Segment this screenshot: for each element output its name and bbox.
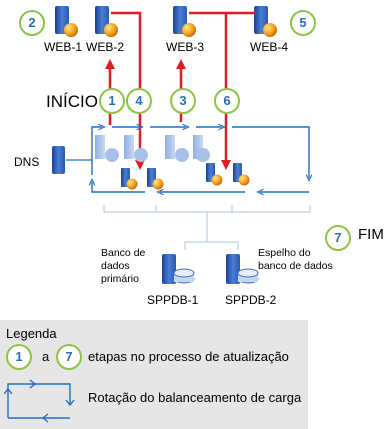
step-3-badge: 3 [170, 88, 196, 114]
legend-panel: Legenda 1 a 7 etapas no processo de atua… [0, 320, 308, 429]
step-4-arrow [111, 11, 145, 170]
legend-connector: a [42, 349, 50, 364]
db-connector-lines [103, 205, 311, 250]
legend-step-from-badge: 1 [6, 344, 32, 370]
step-5-badge: 5 [290, 10, 316, 36]
sppdb-1-server-icon [162, 254, 195, 284]
primary-db-label: Banco de dados primário [101, 247, 146, 285]
step-6-badge: 6 [214, 88, 240, 114]
updating-servers-right [165, 135, 210, 162]
step-1-badge: 1 [99, 88, 125, 114]
legend-steps-text: etapas no processo de atualização [88, 349, 289, 364]
sppdb-2-label: SPPDB-2 [225, 293, 277, 307]
dns-server-icon [52, 146, 65, 174]
web-4-server-icon [254, 6, 277, 37]
legend-step-to-badge: 7 [56, 344, 82, 370]
web-3-label: WEB-3 [166, 40, 205, 54]
web-4-label: WEB-4 [250, 40, 289, 54]
loop-server-icons [121, 163, 250, 190]
start-label: INÍCIO [46, 92, 98, 111]
load-balancing-loop [92, 127, 309, 192]
end-label: FIM [358, 226, 384, 243]
sppdb-1-label: SPPDB-1 [147, 293, 199, 307]
step-7-badge: 7 [325, 225, 351, 251]
sppdb-2-server-icon [226, 254, 259, 284]
web-1-label: WEB-1 [44, 40, 83, 54]
legend-title: Legenda [6, 326, 57, 341]
mirror-db-label: Espelho do banco de dados [258, 247, 333, 272]
step-2-badge: 2 [19, 10, 45, 36]
web-2-label: WEB-2 [86, 40, 125, 54]
updating-servers-left [95, 135, 148, 162]
legend-rotation-icon [4, 379, 75, 423]
legend-rotation-text: Rotação do balanceamento de carga [88, 390, 302, 405]
dns-label: DNS [14, 155, 40, 169]
step-4-badge: 4 [126, 88, 152, 114]
web-3-server-icon [173, 6, 196, 37]
web-2-server-icon [95, 6, 118, 37]
web-1-server-icon [55, 6, 78, 37]
